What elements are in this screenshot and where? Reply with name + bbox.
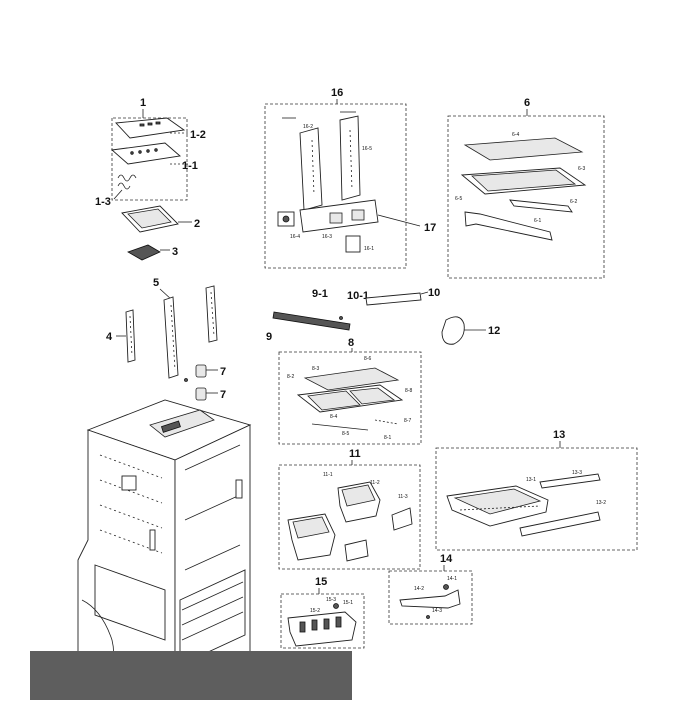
part-9-rail xyxy=(272,311,351,331)
part-1-3-spring xyxy=(117,174,137,182)
callout-14-3: 14-3 xyxy=(432,608,442,614)
group-6-box xyxy=(447,115,605,279)
callout-1-3: 1-3 xyxy=(95,196,111,208)
callout-15-2: 15-2 xyxy=(310,608,320,614)
callout-8-3: 8-3 xyxy=(312,366,319,372)
callout-10: 10 xyxy=(428,287,440,299)
part-14-2-hinge xyxy=(399,589,461,609)
callout-8-7: 8-7 xyxy=(404,418,411,424)
part-group-15: 15 15-3 15-1 15-2 xyxy=(280,576,365,649)
part-8-3-glass xyxy=(303,367,400,391)
callout-8: 8 xyxy=(348,337,354,349)
callout-17: 17 xyxy=(424,222,436,234)
callout-12: 12 xyxy=(488,325,500,337)
part-group-1: 1 1-2 1-1 1-3 2 3 xyxy=(95,97,206,261)
callout-16-4: 16-4 xyxy=(290,234,300,240)
part-group-6: 6 6-4 6-3 6-5 6-2 6-1 xyxy=(447,97,605,279)
callout-15: 15 xyxy=(315,576,327,588)
callout-8-1: 8-1 xyxy=(384,435,391,441)
callout-16-3: 16-3 xyxy=(322,234,332,240)
callout-13-2: 13-2 xyxy=(596,500,606,506)
part-group-14: 14 14-1 14-2 14-3 xyxy=(388,553,473,625)
callout-4: 4 xyxy=(106,331,113,343)
callout-3: 3 xyxy=(172,246,178,258)
part-group-11: 11 11-1 11-2 11-3 xyxy=(278,448,421,570)
callout-10-1: 10-1 xyxy=(347,290,369,302)
callout-11-1: 11-1 xyxy=(323,472,333,478)
part-10-cover xyxy=(365,292,422,306)
callout-1-1: 1-1 xyxy=(182,160,198,172)
callout-9-1: 9-1 xyxy=(312,288,328,300)
part-group-4-5-7: 5 4 7 7 xyxy=(106,277,226,401)
callout-16: 16 xyxy=(331,87,343,99)
group-11-box xyxy=(278,464,421,570)
group-15-box xyxy=(280,593,365,649)
footer-redaction-bar xyxy=(30,651,352,700)
callout-7-upper: 7 xyxy=(220,366,226,378)
callout-8-2: 8-2 xyxy=(287,374,294,380)
group-8-box xyxy=(278,351,422,445)
callout-8-4: 8-4 xyxy=(330,414,337,420)
part-6-4-glass xyxy=(463,137,584,161)
callout-11-2: 11-2 xyxy=(370,480,380,486)
part-6-1-bracket xyxy=(464,211,553,241)
part-12-cap xyxy=(441,316,465,345)
callout-16-2: 16-2 xyxy=(303,124,313,130)
part-5-rail xyxy=(163,296,179,379)
part-7-clip xyxy=(195,364,207,378)
part-16-duct-right xyxy=(339,115,361,201)
callout-13: 13 xyxy=(553,429,565,441)
callout-14-2: 14-2 xyxy=(414,586,424,592)
callout-11-3: 11-3 xyxy=(398,494,408,500)
part-13-2-rail xyxy=(519,511,601,537)
part-16-duct-left xyxy=(299,127,323,211)
callout-7-lower: 7 xyxy=(220,389,226,401)
part-13-3-rail xyxy=(539,473,601,489)
callout-8-6: 8-6 xyxy=(364,356,371,362)
callout-13-3: 13-3 xyxy=(572,470,582,476)
callout-14: 14 xyxy=(440,553,453,565)
part-1-1-panel xyxy=(110,142,182,165)
part-1-2-cover xyxy=(115,117,186,139)
callout-6-2: 6-2 xyxy=(570,199,577,205)
callout-14-1: 14-1 xyxy=(447,576,457,582)
callout-5: 5 xyxy=(153,277,159,289)
callout-15-3: 15-3 xyxy=(326,597,336,603)
callout-6: 6 xyxy=(524,97,530,109)
part-5-rail-right xyxy=(205,285,218,343)
callout-13-1: 13-1 xyxy=(526,477,536,483)
part-group-8: 8 8-3 8-6 8-2 8-8 8-4 8-7 8-5 8-1 xyxy=(278,337,422,445)
group-14-box xyxy=(388,570,473,625)
callout-16-5: 16-5 xyxy=(362,146,372,152)
group-13-box xyxy=(435,447,638,551)
callout-6-3: 6-3 xyxy=(578,166,585,172)
part-group-9-10-12: 9-1 10-1 9 10 12 xyxy=(266,287,500,345)
callout-1-2: 1-2 xyxy=(190,129,206,141)
part-3-bracket xyxy=(127,244,161,261)
group-16-box xyxy=(264,103,407,269)
part-4-rail xyxy=(125,309,136,363)
callout-9: 9 xyxy=(266,331,272,343)
refrigerator-cabinet xyxy=(77,399,252,701)
callout-1: 1 xyxy=(140,97,146,109)
callout-2: 2 xyxy=(194,218,200,230)
part-7-clip-lower xyxy=(195,387,207,401)
part-group-16: 16 16-2 16-5 17 16-4 16-3 16-1 xyxy=(264,87,436,269)
callout-8-8: 8-8 xyxy=(405,388,412,394)
part-16-1-damper xyxy=(345,235,361,253)
callout-15-1: 15-1 xyxy=(343,600,353,606)
callout-6-1: 6-1 xyxy=(534,218,541,224)
part-15-tray xyxy=(287,611,357,647)
callout-6-4: 6-4 xyxy=(512,132,519,138)
callout-8-5: 8-5 xyxy=(342,431,349,437)
callout-6-5: 6-5 xyxy=(455,196,462,202)
callout-11: 11 xyxy=(349,448,361,460)
callout-16-1: 16-1 xyxy=(364,246,374,252)
part-group-13: 13 13-1 13-3 13-2 xyxy=(435,429,638,551)
